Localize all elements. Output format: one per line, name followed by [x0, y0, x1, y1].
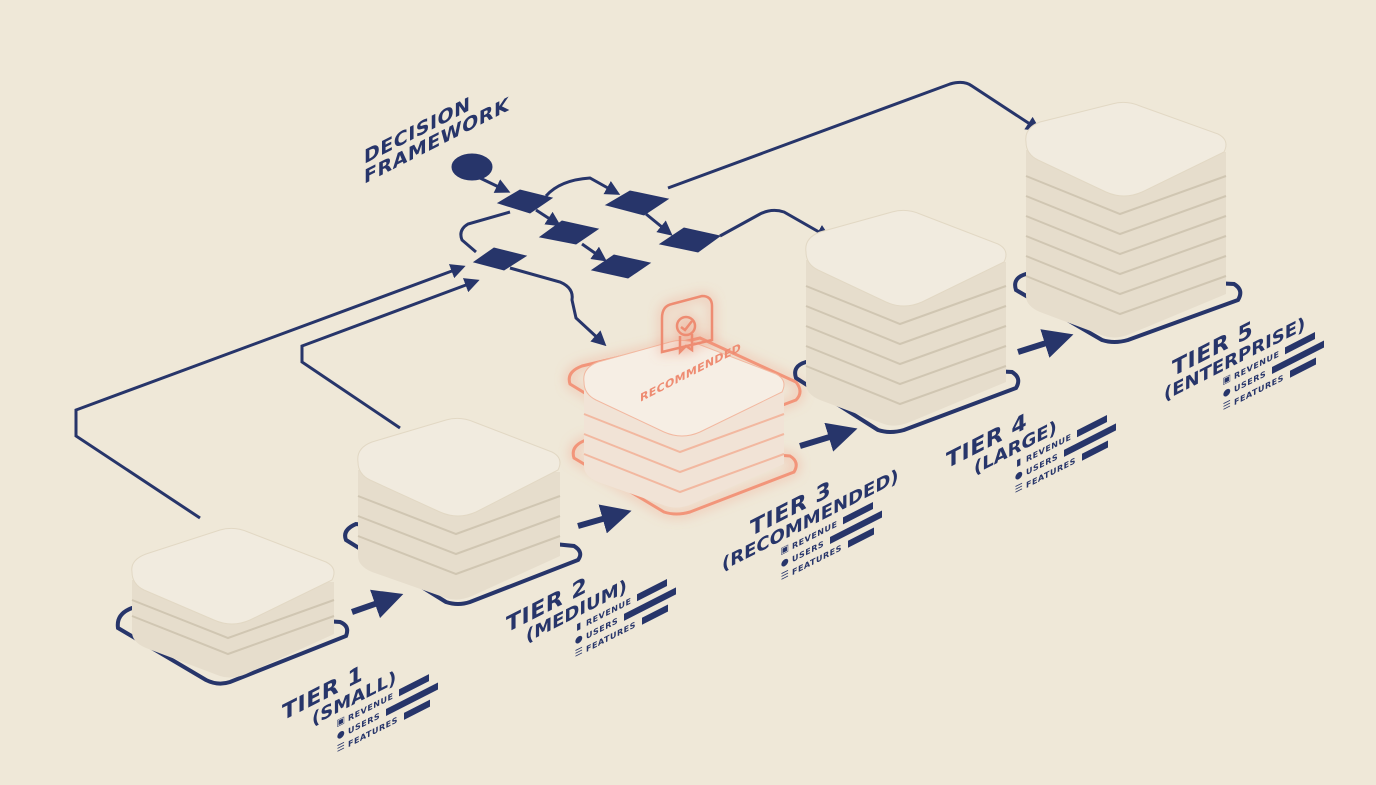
tier-4-block: [793, 209, 1021, 434]
flowchart-process-node: [658, 227, 722, 253]
recommended-badge-icon: [660, 294, 714, 356]
tier-5-block: [1013, 101, 1243, 344]
arrow-tier4-to-tier5: [1017, 329, 1074, 358]
flowchart-process-node: [538, 220, 600, 245]
flowchart-decision-node: [496, 189, 554, 214]
decision-diagram-canvas: [74, 80, 1243, 686]
tier-2-block: [343, 417, 583, 606]
arrow-tier3-to-tier4: [799, 422, 858, 452]
flowchart-decision-node: [472, 247, 528, 271]
flowchart: [74, 80, 1042, 520]
tier-1-block: [115, 527, 350, 686]
arrow-tier2-to-tier3: [577, 504, 632, 534]
tier-3-block: [567, 294, 802, 516]
arrow-tier1-to-tier2: [351, 589, 404, 619]
flowchart-process-node: [590, 254, 652, 279]
flowchart-process-node: [604, 190, 670, 216]
flowchart-start-node: [451, 153, 493, 181]
